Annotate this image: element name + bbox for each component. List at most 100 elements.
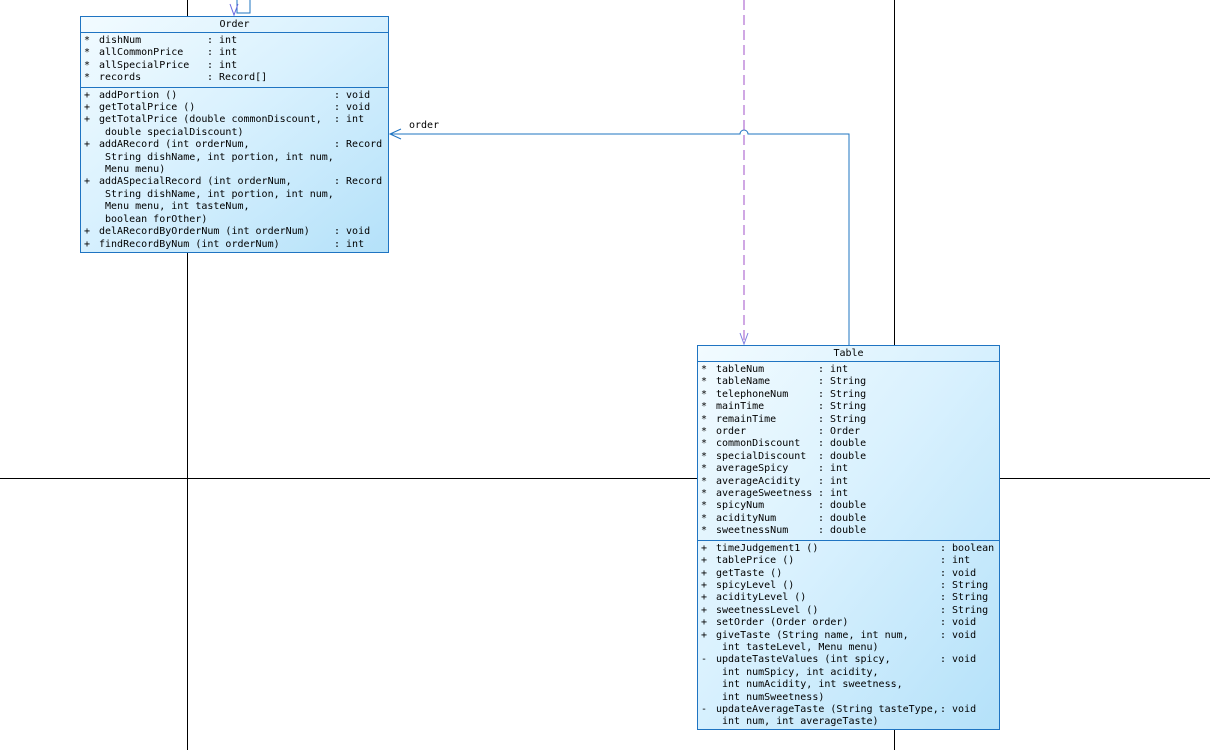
visibility-marker: + <box>701 579 708 591</box>
attribute-row: *allCommonPrice: int <box>84 47 388 59</box>
operation: +tablePrice (): int <box>701 555 999 567</box>
visibility-marker: * <box>701 364 708 375</box>
visibility-marker <box>701 692 716 704</box>
visibility-marker: + <box>701 629 708 641</box>
operation-return-type: : int <box>940 555 971 567</box>
operation-signature: giveTaste (String name, int num, <box>716 629 909 641</box>
operation-line: +addASpecialRecord (int orderNum,: Recor… <box>84 176 388 188</box>
attribute-type: : int <box>207 59 238 71</box>
operation-signature: String dishName, int portion, int num, <box>99 188 334 200</box>
operation-line: +tablePrice (): int <box>701 555 999 567</box>
attribute-name: tableName <box>716 376 771 388</box>
operation-return-type: : Record <box>334 176 383 188</box>
operation-signature: int numSweetness) <box>716 691 825 703</box>
operation-line: -updateAverageTaste (String tasteType,: … <box>701 704 999 716</box>
operation-line: int tasteLevel, Menu menu) <box>701 642 999 654</box>
visibility-marker: + <box>84 139 91 151</box>
operation-signature: Menu menu) <box>99 164 166 176</box>
operation: +delARecordByOrderNum (int orderNum): vo… <box>84 226 388 238</box>
operation-return-type: : void <box>334 226 371 238</box>
attribute-name: remainTime <box>716 413 777 425</box>
visibility-marker <box>701 667 716 679</box>
table-class-title: Table <box>698 346 999 362</box>
operation-return-type: : boolean <box>940 542 995 554</box>
operation-signature: addPortion () <box>99 89 178 101</box>
visibility-marker: + <box>84 226 91 238</box>
attribute-name: tableNum <box>716 364 765 375</box>
attribute-row: *averageSweetness: int <box>701 488 999 500</box>
operation-signature: findRecordByNum (int orderNum) <box>99 238 280 250</box>
operation: +addPortion (): void <box>84 90 388 102</box>
visibility-marker: * <box>701 401 708 413</box>
operation-signature: int tasteLevel, Menu menu) <box>716 641 879 653</box>
operation: -updateTasteValues (int spicy,: void int… <box>701 654 999 704</box>
attribute-row: *order: Order <box>701 426 999 438</box>
operation-signature: tablePrice () <box>716 555 795 567</box>
operation-line: +spicyLevel (): String <box>701 580 999 592</box>
operation: +getTotalPrice (double commonDiscount,: … <box>84 114 388 139</box>
operation-line: +setOrder (Order order): void <box>701 617 999 629</box>
association-line <box>390 129 850 345</box>
attribute-type: : double <box>818 512 867 524</box>
order-operations: +addPortion (): void+getTotalPrice (): v… <box>81 88 388 253</box>
attribute-row: *averageSpicy: int <box>701 463 999 475</box>
operation-line: Menu menu, int tasteNum, <box>84 201 388 213</box>
attribute-name: allCommonPrice <box>99 47 184 59</box>
visibility-marker: * <box>84 35 91 46</box>
visibility-marker: * <box>84 72 91 84</box>
attribute-type: : int <box>818 463 849 475</box>
operation: + getTaste () : void <box>701 568 999 580</box>
attribute-type: : double <box>818 450 867 462</box>
order-class-box[interactable]: Order *dishNum: int*allCommonPrice: int*… <box>80 16 389 253</box>
operation-signature: addARecord (int orderNum, <box>99 139 250 151</box>
operation-signature: updateTasteValues (int spicy, <box>716 654 891 666</box>
table-operations: +timeJudgement1 (): boolean + tablePrice (… <box>698 541 999 731</box>
attribute-name: specialDiscount <box>716 450 807 462</box>
order-class-title: Order <box>81 17 388 33</box>
operation-signature: setOrder (Order order) <box>716 617 849 629</box>
operation-signature: sweetnessLevel () <box>716 604 819 616</box>
attribute-row: *allSpecialPrice: int <box>84 60 388 72</box>
visibility-marker: + <box>701 567 708 579</box>
attribute-name: records <box>99 72 142 84</box>
operation-signature: boolean forOther) <box>99 213 208 225</box>
visibility-marker <box>84 152 99 164</box>
operation-return-type: : String <box>940 579 989 591</box>
attribute-row: *commonDiscount: double <box>701 438 999 450</box>
operation-line: Menu menu) <box>84 164 388 176</box>
operation-signature: int numSpicy, int acidity, <box>716 666 879 678</box>
visibility-marker: - <box>701 654 708 666</box>
operation-return-type: : void <box>940 567 977 579</box>
operation: +setOrder (Order order): void <box>701 617 999 629</box>
operation-line: +timeJudgement1 (): boolean <box>701 543 999 555</box>
incoming-arrowhead <box>229 3 239 17</box>
association-label: order <box>409 120 440 131</box>
attribute-row: *sweetnessNum: double <box>701 525 999 537</box>
operation: +timeJudgement1 (): boolean <box>701 543 999 555</box>
visibility-marker: * <box>701 500 708 512</box>
incoming-association-line <box>236 0 251 14</box>
operation-signature: String dishName, int portion, int num, <box>99 151 334 163</box>
table-class-box[interactable]: Table * tableNum : int * tableName : String * t… <box>697 345 1000 730</box>
operation-signature: acidityLevel () <box>716 592 807 604</box>
visibility-marker: + <box>84 238 91 250</box>
visibility-marker <box>84 164 99 176</box>
operation-line: +giveTaste (String name, int num,: void <box>701 630 999 642</box>
visibility-marker: * <box>701 450 708 462</box>
visibility-marker: * <box>701 426 708 438</box>
operation-line: int numSpicy, int acidity, <box>701 667 999 679</box>
attribute-name: telephoneNum <box>716 388 789 400</box>
operation-line: int numAcidity, int sweetness, <box>701 679 999 691</box>
operation: +giveTaste (String name, int num,: void … <box>701 630 999 655</box>
attribute-type: : Record[] <box>207 72 268 84</box>
operation-signature: getTaste () <box>716 567 783 579</box>
operation-return-type: : int <box>334 238 365 250</box>
visibility-marker <box>701 679 716 691</box>
operation-line: -updateTasteValues (int spicy,: void <box>701 654 999 666</box>
attribute-row: *tableName: String <box>701 376 999 388</box>
visibility-marker: - <box>701 703 708 715</box>
visibility-marker: * <box>701 475 708 487</box>
attribute-type: : String <box>818 376 867 388</box>
attribute-name: order <box>716 426 747 438</box>
operation-line: +delARecordByOrderNum (int orderNum): vo… <box>84 226 388 238</box>
